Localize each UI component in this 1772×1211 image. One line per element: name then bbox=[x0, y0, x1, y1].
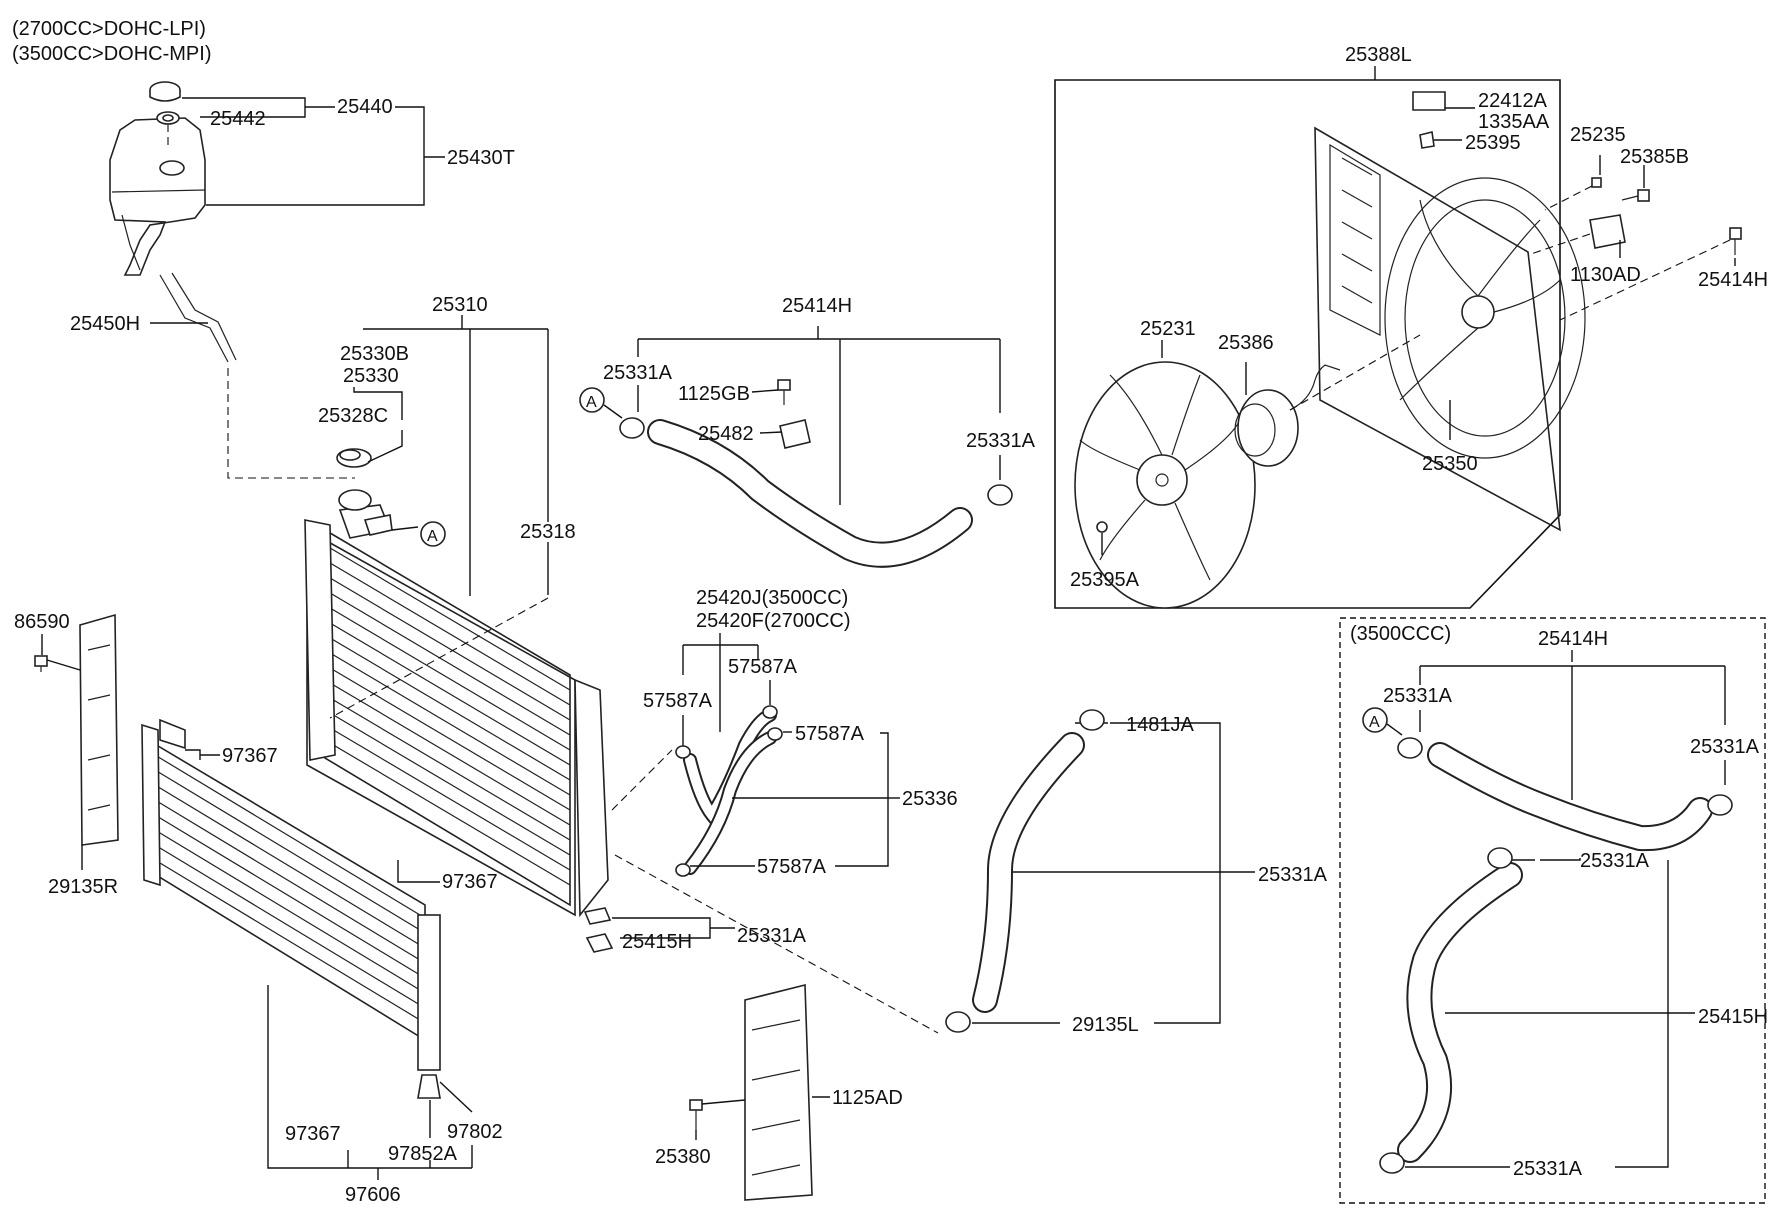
label-25231: 25231 bbox=[1140, 318, 1196, 340]
label-25331A-upper-right: 25331A bbox=[966, 430, 1036, 452]
label-29135R: 29135R bbox=[48, 876, 118, 898]
hose-clamp-lower-bottom bbox=[945, 1011, 971, 1033]
engine-note-2700cc: (2700CC>DOHC-LPI) bbox=[12, 18, 206, 40]
label-1125AD: 25380 bbox=[655, 1146, 711, 1168]
label-25482: 25482 bbox=[698, 423, 754, 445]
bolt-1125AD bbox=[689, 1099, 703, 1130]
label-25328C: 25328C bbox=[318, 405, 388, 427]
reservoir-tank bbox=[109, 117, 206, 276]
lower-hose-3500 bbox=[1397, 862, 1523, 1163]
label-25331A-lower-top: 1481JA bbox=[1126, 714, 1194, 736]
label-25420F: 25420F(2700CC) bbox=[696, 610, 851, 632]
label-25414H-main: 25414H bbox=[782, 295, 852, 317]
ref-marker-a-radiator: A bbox=[420, 521, 446, 547]
label-25350: 25350 bbox=[1422, 453, 1478, 475]
engine-note-3500cc: (3500CC>DOHC-MPI) bbox=[12, 43, 211, 65]
bolt-86590 bbox=[34, 655, 48, 672]
air-guard-left bbox=[744, 983, 813, 1201]
ref-marker-a-upper-hose: A bbox=[579, 387, 605, 413]
label-25440: 25440 bbox=[337, 96, 393, 118]
label-25415H-main: 25331A bbox=[1258, 864, 1328, 886]
label-1130AD: 25414H bbox=[1698, 269, 1768, 291]
hose-clamp-upper-left bbox=[619, 417, 645, 439]
label-25450H: 25450H bbox=[70, 313, 140, 335]
label-25415H-3500: 25415H bbox=[1698, 1006, 1768, 1028]
label-1335AA: 25395 bbox=[1465, 132, 1521, 154]
box-3500cc bbox=[1339, 617, 1766, 1204]
label-25331A-3500-upper-left: 25331A bbox=[1383, 685, 1453, 707]
label-97367-mid: 97367 bbox=[442, 871, 498, 893]
fan-motor bbox=[1234, 364, 1341, 467]
label-97367-top: 97367 bbox=[222, 745, 278, 767]
shroud-bracket bbox=[1412, 91, 1446, 149]
fan-resistor bbox=[1589, 214, 1626, 249]
label-25330: 25330 bbox=[343, 365, 399, 387]
svg-text:A: A bbox=[1369, 714, 1380, 731]
label-97852A: 97852A bbox=[388, 1143, 458, 1165]
label-25420J: 25420J(3500CC) bbox=[696, 587, 848, 609]
fan-assembly-box bbox=[1054, 79, 1561, 609]
svg-text:A: A bbox=[586, 394, 597, 411]
label-25386: 25386 bbox=[1218, 332, 1274, 354]
hose-clamp-lower-top bbox=[1079, 709, 1105, 731]
bolt-25235 bbox=[1621, 189, 1650, 202]
label-22412A: 1335AA bbox=[1478, 111, 1550, 133]
bypass-hose-b bbox=[683, 731, 777, 875]
label-57587A-bottom: 57587A bbox=[757, 856, 827, 878]
hose-bracket-25482 bbox=[779, 419, 811, 449]
reservoir-cap-seal bbox=[156, 111, 180, 125]
label-box-3500cc: (3500CCC) bbox=[1350, 623, 1451, 645]
label-1125GB: 1125GB bbox=[678, 383, 750, 405]
label-25331A-3500-lower-top: 25331A bbox=[1580, 850, 1650, 872]
bolt-1130AD bbox=[1729, 227, 1742, 255]
label-97606: 97606 bbox=[345, 1184, 401, 1206]
label-25414H-3500: 25414H bbox=[1538, 628, 1608, 650]
label-25331A-3500-upper-right: 25331A bbox=[1690, 736, 1760, 758]
label-25235: 25385B bbox=[1620, 146, 1689, 168]
hose-clamp-upper-right bbox=[987, 484, 1013, 506]
label-1481JA: 25415H bbox=[622, 931, 692, 953]
lower-hose bbox=[972, 732, 1085, 1013]
bolt-1125GB bbox=[777, 379, 791, 405]
label-25330B: 25330B bbox=[340, 343, 409, 365]
svg-text:A: A bbox=[427, 528, 438, 545]
label-57587A-right: 57587A bbox=[795, 723, 865, 745]
reservoir-cap bbox=[149, 81, 181, 102]
label-97802: 97802 bbox=[447, 1121, 503, 1143]
radiator bbox=[304, 489, 609, 918]
label-25331A-upper-left: 25331A bbox=[603, 362, 673, 384]
air-guard-right bbox=[79, 613, 119, 846]
label-25388L: 22412A bbox=[1478, 90, 1548, 112]
fan-blade bbox=[1074, 361, 1256, 609]
label-25395: 25235 bbox=[1570, 124, 1626, 146]
drain-plug bbox=[583, 907, 614, 953]
label-29135L: 1125AD bbox=[832, 1087, 903, 1109]
upper-hose-3500 bbox=[1427, 742, 1713, 852]
label-25318: 25318 bbox=[520, 521, 576, 543]
label-25395A: 25395A bbox=[1070, 569, 1140, 591]
receiver-drier bbox=[417, 914, 441, 1099]
label-25420E: 25336 bbox=[902, 788, 958, 810]
label-57587A-top: 57587A bbox=[728, 656, 798, 678]
upper-hose bbox=[647, 419, 973, 568]
label-25310: 25310 bbox=[432, 294, 488, 316]
label-25336: 25331A bbox=[737, 925, 807, 947]
ref-marker-a-3500: A bbox=[1362, 707, 1388, 733]
label-57587A-left: 57587A bbox=[643, 690, 713, 712]
label-97367-bottom: 97367 bbox=[285, 1123, 341, 1145]
label-25385B: 1130AD bbox=[1570, 264, 1641, 286]
fan-shroud bbox=[1314, 126, 1586, 532]
label-25331A-lower-bottom: 29135L bbox=[1072, 1014, 1139, 1036]
label-25380: 25388L bbox=[1345, 44, 1412, 66]
label-25430T: 25430T bbox=[447, 147, 515, 169]
label-86590: 86590 bbox=[14, 611, 70, 633]
label-25331A-3500-lower-bottom: 25331A bbox=[1513, 1158, 1583, 1180]
label-25442: 25442 bbox=[210, 108, 266, 130]
screw-25395 bbox=[1591, 177, 1602, 188]
